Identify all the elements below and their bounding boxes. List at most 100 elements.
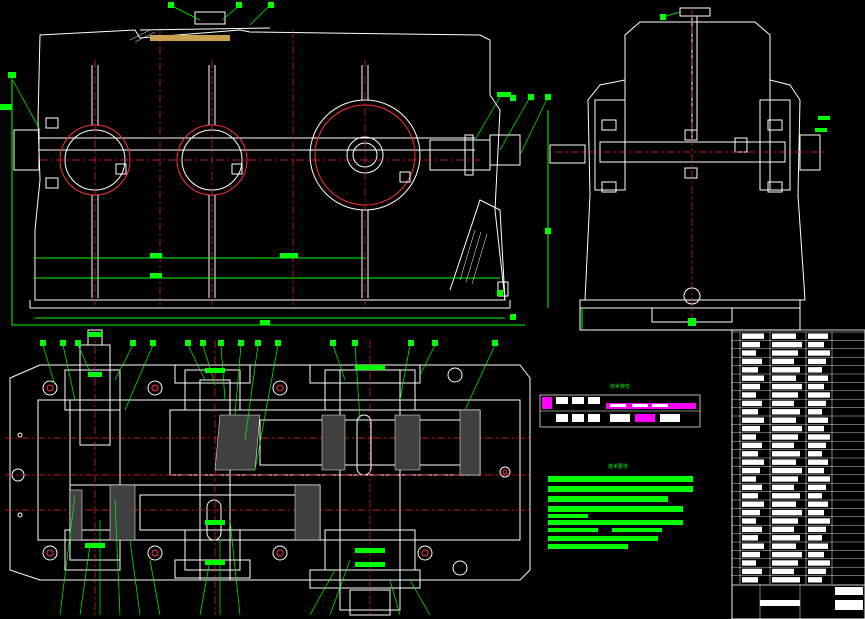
parts-list-cell [808, 333, 828, 339]
parts-list-cell [772, 467, 802, 474]
parts-list-cell [808, 417, 828, 423]
parts-list-cell [808, 442, 826, 449]
parts-list-cell [772, 358, 794, 365]
parts-list-cell [808, 493, 822, 499]
front-center-lines [40, 30, 480, 305]
parts-list-cell [742, 484, 762, 491]
parts-list-cell [742, 560, 756, 566]
parts-list-cell [772, 375, 796, 381]
parts-list-cell [772, 501, 796, 507]
parts-list-cell [742, 476, 756, 482]
parts-list-cell [808, 358, 826, 365]
parts-list-cell [808, 484, 826, 491]
parts-list-cell [742, 459, 764, 465]
tech-specs-title: 技术特性 [610, 383, 630, 390]
parts-list-cell [772, 425, 802, 432]
parts-list-cell [772, 417, 796, 423]
parts-list-cell [742, 383, 760, 390]
parts-list-cell [808, 476, 830, 482]
parts-list-cell [742, 350, 756, 356]
parts-list-cell [772, 409, 800, 415]
parts-list-cell [808, 425, 824, 432]
parts-list-cell [808, 341, 824, 348]
parts-list-cell [742, 358, 762, 365]
plan-gear-small [69, 484, 321, 541]
parts-list-cell [772, 518, 798, 524]
parts-list-cell [742, 509, 760, 516]
plan-green-marks [40, 332, 498, 567]
parts-list-cell [772, 350, 798, 356]
parts-list-cell [808, 509, 824, 516]
tech-requirements: 技术要求 [548, 463, 693, 549]
parts-list-cell [742, 425, 760, 432]
parts-list-cell [772, 459, 796, 465]
parts-list-cell [742, 568, 762, 575]
parts-list-cell [772, 392, 798, 398]
parts-list-cell [772, 535, 800, 541]
parts-list-cell [742, 434, 756, 440]
parts-list-cell [742, 417, 764, 423]
parts-list-cell [742, 333, 764, 339]
tech-spec-table: 技术特性 [539, 383, 701, 428]
parts-list-cell [808, 392, 830, 398]
parts-list-cell [808, 383, 824, 390]
parts-list-cell [772, 560, 798, 566]
parts-list-cell [808, 501, 828, 507]
parts-list-cell [742, 551, 760, 558]
parts-list [731, 331, 865, 584]
parts-list-cell [808, 526, 826, 533]
plan-hatch [69, 409, 481, 541]
parts-list-cell [772, 484, 794, 491]
parts-list-cell [742, 526, 762, 533]
parts-list-cell [742, 577, 758, 583]
parts-list-cell [772, 551, 802, 558]
parts-list-cell [808, 518, 830, 524]
parts-list-cell [772, 509, 802, 516]
plan-center-lines [5, 330, 530, 615]
tech-requirements-title: 技术要求 [608, 463, 628, 470]
parts-list-cell [772, 383, 802, 390]
parts-list-cell [808, 535, 822, 541]
parts-list-cell [808, 459, 828, 465]
parts-list-cell [808, 409, 822, 415]
parts-list-cell [742, 409, 758, 415]
parts-list-cell [772, 367, 800, 373]
leader-lines [9, 4, 681, 616]
parts-list-cell [808, 551, 824, 558]
parts-list-cell [742, 341, 760, 348]
side-center-lines [555, 10, 825, 325]
parts-list-cell [742, 493, 758, 499]
parts-list-cell [742, 375, 764, 381]
parts-list-cell [808, 434, 830, 440]
parts-list-cell [772, 333, 796, 339]
parts-list-cell [772, 434, 798, 440]
front-fills [0, 2, 551, 325]
parts-list-cell [808, 568, 826, 575]
side-view [547, 7, 821, 331]
parts-list-cell [742, 518, 756, 524]
parts-list-cell [808, 350, 830, 356]
front-hatch [129, 29, 488, 285]
parts-list-cell [808, 467, 824, 474]
parts-list-cell [772, 400, 794, 407]
parts-list-cell [772, 543, 796, 549]
parts-list-cell [742, 367, 758, 373]
front-housing-outline [34, 29, 506, 301]
parts-list-cell [772, 451, 800, 457]
parts-list-cell [742, 451, 758, 457]
title-block [731, 329, 865, 619]
parts-list-cell [772, 341, 802, 348]
parts-list-cell [772, 526, 794, 533]
parts-list-cell [742, 392, 756, 398]
parts-list-cell [772, 493, 800, 499]
side-housing-outline [584, 21, 806, 301]
parts-list-cell [808, 375, 828, 381]
parts-list-cell [808, 560, 830, 566]
parts-list-cell [742, 543, 764, 549]
parts-list-cell [808, 577, 822, 583]
front-view [11, 11, 525, 326]
parts-list-cell [742, 400, 762, 407]
parts-list-cell [772, 568, 794, 575]
parts-list-cell [772, 577, 800, 583]
